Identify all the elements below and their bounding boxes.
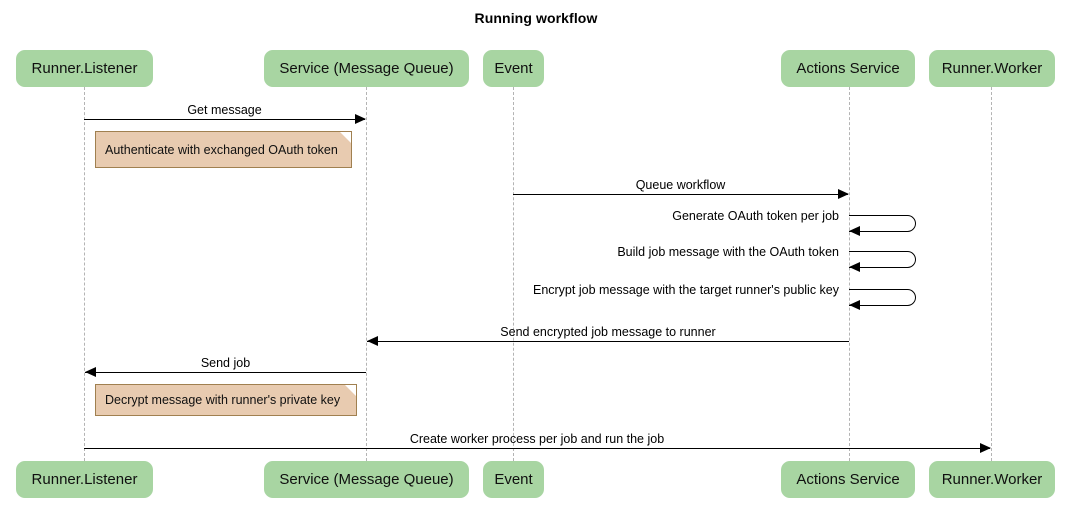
message-label-encrypt-job-message: Encrypt job message with the target runn… [532, 283, 839, 297]
participant-service-mq-bottom[interactable]: Service (Message Queue) [264, 461, 469, 498]
message-line-get-message [84, 119, 365, 120]
selfloop-encrypt-job-message [849, 289, 916, 306]
arrowhead-get-message [355, 114, 366, 124]
arrowhead-send-encrypted-job-message [367, 336, 378, 346]
arrowhead-send-job [85, 367, 96, 377]
message-label-send-job: Send job [200, 356, 251, 370]
message-label-get-message: Get message [187, 103, 262, 117]
message-label-send-encrypted-job-message: Send encrypted job message to runner [500, 325, 716, 339]
lifeline-service-mq [366, 87, 367, 461]
arrowhead-queue-workflow [838, 189, 849, 199]
arrowhead-generate-oauth-token [849, 226, 860, 236]
note-label: Decrypt message with runner's private ke… [105, 393, 341, 407]
message-line-send-job [85, 372, 366, 373]
participant-label: Service (Message Queue) [279, 60, 454, 77]
lifeline-actions-service [849, 87, 850, 461]
arrowhead-create-worker-process [980, 443, 991, 453]
selfloop-build-job-message [849, 251, 916, 268]
participant-label: Runner.Worker [941, 60, 1043, 77]
participant-runner-listener-bottom[interactable]: Runner.Listener [16, 461, 153, 498]
participant-label: Runner.Listener [31, 471, 138, 488]
note-decrypt-private-key: Decrypt message with runner's private ke… [95, 384, 357, 416]
participant-label: Service (Message Queue) [279, 471, 454, 488]
participant-event-bottom[interactable]: Event [483, 461, 544, 498]
participant-service-mq-top[interactable]: Service (Message Queue) [264, 50, 469, 87]
arrowhead-build-job-message [849, 262, 860, 272]
participant-label: Event [494, 471, 533, 488]
page-title: Running workflow [474, 10, 598, 26]
message-line-queue-workflow [513, 194, 848, 195]
message-line-send-encrypted-job-message [367, 341, 849, 342]
participant-label: Runner.Listener [31, 60, 138, 77]
lifeline-runner-worker [991, 87, 992, 461]
selfloop-generate-oauth-token [849, 215, 916, 232]
note-fold-fill-icon [345, 385, 356, 396]
message-label-generate-oauth-token: Generate OAuth token per job [672, 209, 839, 223]
participant-runner-worker-top[interactable]: Runner.Worker [929, 50, 1055, 87]
message-label-queue-workflow: Queue workflow [635, 178, 726, 192]
participant-actions-service-bottom[interactable]: Actions Service [781, 461, 915, 498]
note-authenticate-oauth: Authenticate with exchanged OAuth token [95, 131, 352, 168]
participant-runner-worker-bottom[interactable]: Runner.Worker [929, 461, 1055, 498]
message-label-build-job-message: Build job message with the OAuth token [617, 245, 839, 259]
participant-event-top[interactable]: Event [483, 50, 544, 87]
note-label: Authenticate with exchanged OAuth token [105, 142, 338, 157]
message-line-create-worker-process [84, 448, 990, 449]
message-label-create-worker-process: Create worker process per job and run th… [409, 432, 665, 446]
note-fold-fill-icon [340, 132, 351, 143]
lifeline-event [513, 87, 514, 461]
participant-actions-service-top[interactable]: Actions Service [781, 50, 915, 87]
participant-label: Actions Service [796, 471, 900, 488]
arrowhead-encrypt-job-message [849, 300, 860, 310]
participant-label: Actions Service [796, 60, 900, 77]
lifeline-runner-listener [84, 87, 85, 461]
participant-label: Event [494, 60, 533, 77]
participant-runner-listener-top[interactable]: Runner.Listener [16, 50, 153, 87]
participant-label: Runner.Worker [941, 471, 1043, 488]
